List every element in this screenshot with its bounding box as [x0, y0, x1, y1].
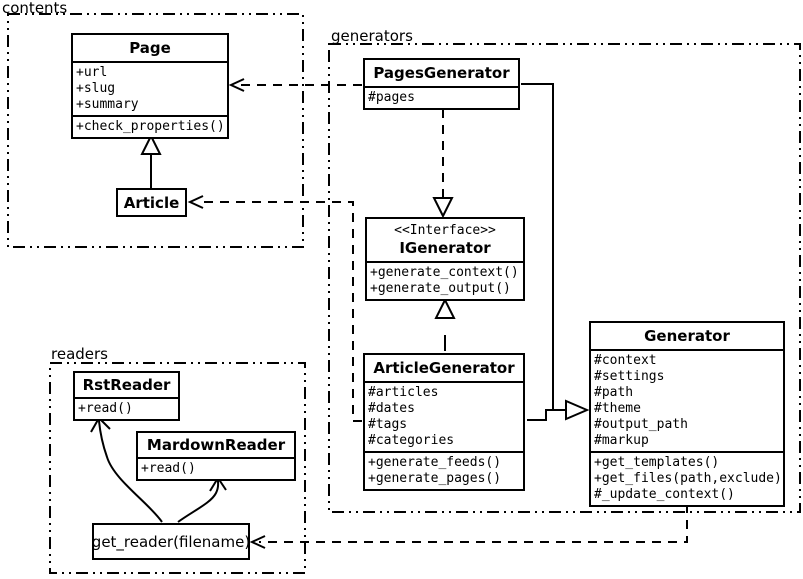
attribute: #settings [594, 369, 665, 384]
class-pages-generator: PagesGenerator #pages [363, 58, 520, 110]
class-igenerator-methods: +generate_context() +generate_output() [367, 261, 523, 299]
articlegenerator-to-generator-line [527, 409, 553, 421]
attribute: #context [594, 353, 657, 368]
method: +generate_pages() [368, 471, 502, 486]
class-generator-methods: +get_templates() +get_files(path,exclude… [591, 451, 783, 505]
method: +read() [78, 401, 133, 416]
class-mardown-reader-methods: +read() [138, 457, 294, 479]
class-igenerator-stereotype: <<Interface>> [394, 223, 496, 238]
generators-package-frame [328, 43, 801, 513]
method: +generate_context() [370, 265, 519, 280]
get-reader-node: get_reader(filename) [92, 523, 250, 560]
pagesgenerator-to-page-arrowhead-icon [228, 78, 245, 92]
method: +generate_output() [370, 281, 511, 296]
method: +get_files(path,exclude) [594, 471, 782, 486]
class-article-name: Article [123, 193, 180, 212]
class-article-generator: ArticleGenerator #articles #dates #tags … [363, 353, 525, 491]
class-generator-attributes: #context #settings #path #theme #output_… [591, 349, 783, 451]
class-pages-generator-name: PagesGenerator [373, 64, 510, 82]
class-pages-generator-attributes: #pages [365, 86, 518, 108]
generators-package-label: generators [331, 27, 413, 45]
class-article-generator-methods: +generate_feeds() +generate_pages() [365, 451, 523, 489]
attribute: #tags [368, 417, 408, 432]
articlegenerator-to-article-arrowhead-icon [187, 195, 204, 209]
class-article: Article [116, 188, 187, 217]
class-page-methods: +check_properties() [73, 115, 227, 137]
class-page: Page +url +slug +summary +check_properti… [71, 33, 229, 139]
class-generator: Generator #context #settings #path #them… [589, 321, 785, 507]
readers-package-frame [49, 362, 306, 574]
class-rst-reader-methods: +read() [75, 397, 178, 419]
getreader-to-rstreader-line [98, 420, 163, 523]
attribute: +slug [76, 81, 116, 96]
class-article-generator-name: ArticleGenerator [373, 359, 515, 377]
attribute: #pages [368, 90, 415, 105]
method: +check_properties() [76, 119, 225, 134]
attribute: #categories [368, 433, 455, 448]
generator-inheritance-triangle-icon [565, 399, 590, 421]
class-rst-reader: RstReader +read() [73, 371, 180, 421]
articlegenerator-to-igenerator-triangle-icon [434, 297, 456, 319]
method: +get_templates() [594, 455, 720, 470]
attribute: #articles [368, 385, 439, 400]
method: +read() [141, 461, 196, 476]
attribute: #markup [594, 433, 649, 448]
method: #_update_context() [594, 487, 735, 502]
class-mardown-reader: MardownReader +read() [136, 431, 296, 481]
class-mardown-reader-name: MardownReader [146, 436, 286, 454]
class-igenerator: <<Interface>> IGenerator +generate_conte… [365, 217, 525, 301]
article-to-page-triangle-icon [140, 133, 162, 155]
class-page-name: Page [129, 39, 171, 57]
attribute: #output_path [594, 417, 688, 432]
attribute: +url [76, 65, 108, 80]
contents-package-frame [7, 13, 304, 248]
class-page-attributes: +url +slug +summary [73, 61, 227, 115]
contents-package-label: contents [2, 0, 68, 17]
pagesgenerator-to-igenerator-triangle-icon [432, 197, 454, 219]
method: +generate_feeds() [368, 455, 502, 470]
attribute: #path [594, 385, 634, 400]
attribute: #theme [594, 401, 641, 416]
class-generator-name: Generator [644, 327, 730, 345]
getreader-to-mardownreader-line [177, 480, 220, 523]
pagesgenerator-to-generator-line [521, 83, 566, 411]
articlegenerator-to-article-line [197, 201, 362, 422]
class-article-generator-attributes: #articles #dates #tags #categories [365, 381, 523, 451]
attribute: #dates [368, 401, 415, 416]
attribute: +summary [76, 97, 139, 112]
generator-to-getreader-arrowhead-icon [249, 535, 266, 549]
generator-to-getreader-line [259, 504, 688, 543]
readers-package-label: readers [51, 345, 108, 363]
class-igenerator-name: IGenerator [399, 239, 491, 257]
get-reader-label: get_reader(filename) [91, 532, 251, 551]
class-rst-reader-name: RstReader [82, 376, 171, 394]
